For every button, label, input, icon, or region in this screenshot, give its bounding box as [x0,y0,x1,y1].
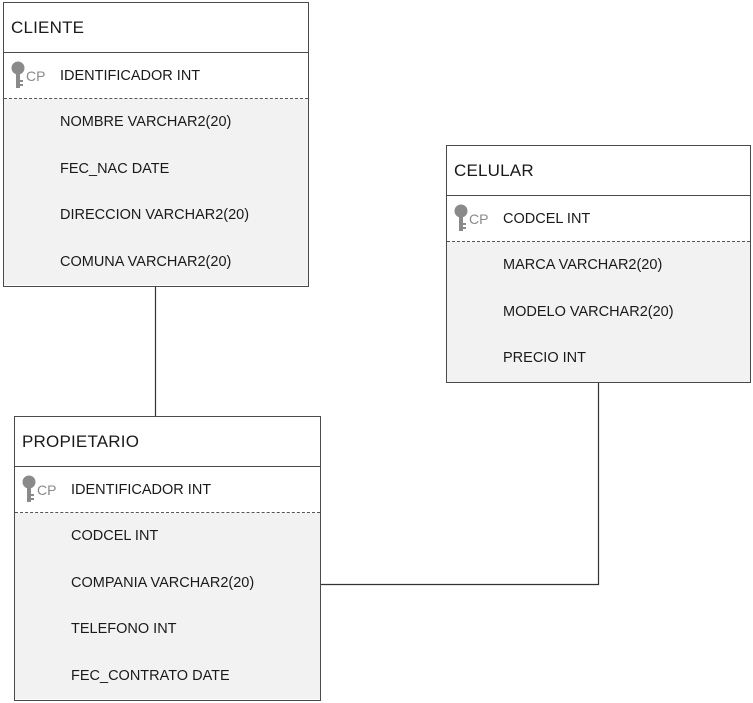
pk-field: CODCEL INT [503,210,591,227]
pk-badge: CP [37,481,57,498]
attribute[interactable]: MODELO VARCHAR2(20) [503,303,674,320]
entity-cliente[interactable]: CLIENTE CP IDENTIFICADOR INT NOMBRE VARC… [3,2,309,287]
primary-key-row[interactable]: CP IDENTIFICADOR INT [15,467,320,513]
attribute[interactable]: TELEFONO INT [71,621,177,638]
entity-title: CELULAR [447,146,750,196]
attribute[interactable]: FEC_NAC DATE [60,160,170,177]
pk-badge: CP [26,67,46,84]
attribute[interactable]: MARCA VARCHAR2(20) [503,257,663,274]
attribute-list: CODCEL INT COMPANIA VARCHAR2(20) TELEFON… [15,513,320,699]
key-icon [454,204,468,231]
attribute[interactable]: COMUNA VARCHAR2(20) [60,253,232,270]
entity-propietario[interactable]: PROPIETARIO CP IDENTIFICADOR INT CODCEL … [14,416,321,701]
pk-field: IDENTIFICADOR INT [71,481,212,498]
pk-field: IDENTIFICADOR INT [60,67,201,84]
key-icon [11,61,25,88]
attribute[interactable]: CODCEL INT [71,528,159,545]
attribute-list: MARCA VARCHAR2(20) MODELO VARCHAR2(20) P… [447,242,750,382]
entity-title: PROPIETARIO [15,417,320,467]
attribute[interactable]: NOMBRE VARCHAR2(20) [60,114,232,131]
attribute[interactable]: PRECIO INT [503,350,586,367]
attribute[interactable]: FEC_CONTRATO DATE [71,667,230,684]
attribute-list: NOMBRE VARCHAR2(20) FEC_NAC DATE DIRECCI… [4,99,308,285]
entity-celular[interactable]: CELULAR CP CODCEL INT MARCA VARCHAR2(20)… [446,145,751,383]
relationship-celular-propietario[interactable] [321,382,600,586]
primary-key-row[interactable]: CP CODCEL INT [447,196,750,242]
primary-key-row[interactable]: CP IDENTIFICADOR INT [4,53,308,99]
attribute[interactable]: COMPANIA VARCHAR2(20) [71,574,255,591]
pk-badge: CP [469,210,489,227]
entity-title: CLIENTE [4,3,308,53]
key-icon [22,475,36,502]
attribute[interactable]: DIRECCION VARCHAR2(20) [60,207,250,224]
